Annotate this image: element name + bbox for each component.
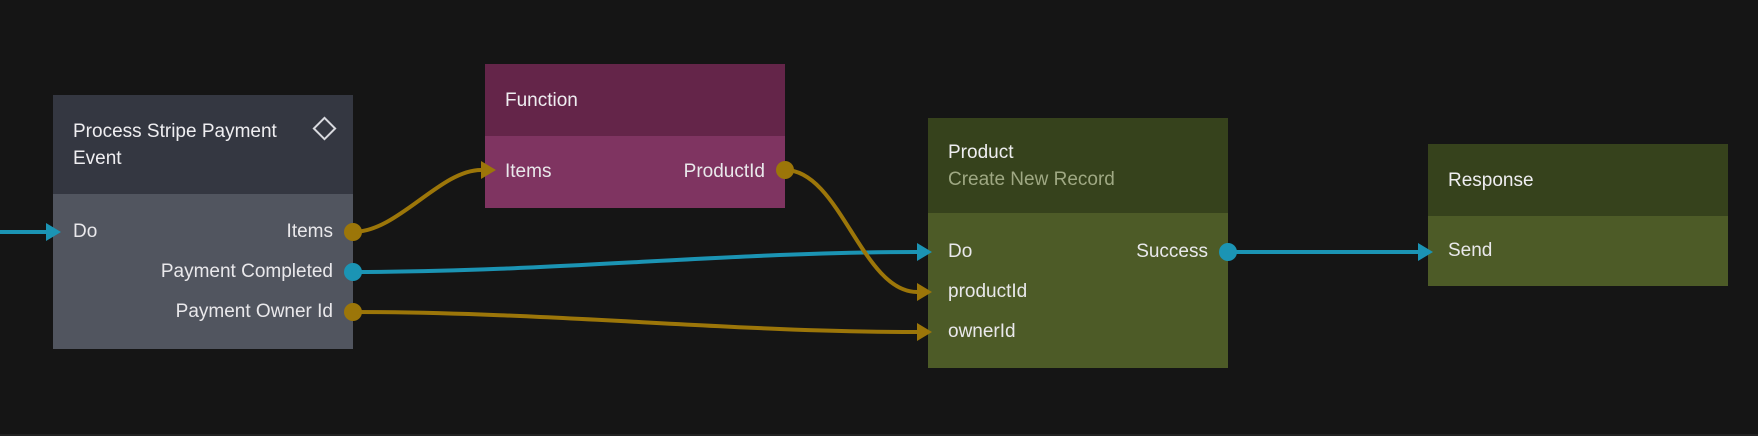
node-title: Response	[1448, 169, 1534, 191]
port-row: Do Items	[53, 212, 353, 252]
node-title: Function	[505, 89, 578, 111]
output-port-label-success[interactable]: Success	[1136, 241, 1208, 262]
edge-productid-to-product[interactable]	[783, 168, 919, 294]
node-product-create-new-record[interactable]: Product Create New Record Do Success pro…	[928, 118, 1228, 368]
edge-payment-completed-to-product-do[interactable]	[351, 250, 919, 274]
port-row: Do Success	[928, 232, 1228, 272]
node-header: Product Create New Record	[928, 118, 1228, 213]
edge-payment-owner-id-to-ownerid[interactable]	[351, 310, 919, 334]
node-function[interactable]: Function Items ProductId	[485, 64, 785, 208]
node-body: Do Success productId ownerId	[928, 213, 1228, 368]
port-row: productId	[928, 272, 1228, 312]
diamond-icon[interactable]	[312, 116, 337, 141]
node-body: Do Items Payment Completed Payment Owner…	[53, 194, 353, 349]
node-process-stripe-payment-event[interactable]: Process Stripe Payment Event Do Items Pa…	[53, 95, 353, 349]
output-port-label-payment-completed[interactable]: Payment Completed	[160, 261, 333, 282]
output-port-label-items[interactable]: Items	[286, 221, 333, 242]
node-header: Process Stripe Payment Event	[53, 95, 353, 194]
node-body: Items ProductId	[485, 136, 785, 208]
port-row: ownerId	[928, 312, 1228, 352]
node-response[interactable]: Response Send	[1428, 144, 1728, 286]
node-header: Response	[1428, 144, 1728, 216]
output-port-label-payment-owner-id[interactable]: Payment Owner Id	[175, 301, 333, 322]
edge-items-to-function[interactable]	[351, 168, 483, 234]
port-row: Items ProductId	[485, 152, 785, 192]
input-port-label-productid[interactable]: productId	[948, 281, 1028, 302]
input-port-label-send[interactable]: Send	[1448, 240, 1493, 261]
node-header: Function	[485, 64, 785, 136]
input-port-label-do[interactable]: Do	[948, 241, 973, 262]
input-port-label-items[interactable]: Items	[505, 161, 552, 182]
port-row: Payment Owner Id	[53, 292, 353, 332]
port-row: Payment Completed	[53, 252, 353, 292]
canvas-bottom-edge	[0, 434, 1758, 436]
node-title: Product	[948, 141, 1014, 163]
node-body: Send	[1428, 216, 1728, 286]
input-port-label-do[interactable]: Do	[73, 221, 98, 242]
input-port-label-ownerid[interactable]: ownerId	[948, 321, 1016, 342]
node-subtitle: Create New Record	[948, 168, 1115, 190]
port-row: Send	[1428, 231, 1728, 271]
output-port-label-productid[interactable]: ProductId	[683, 161, 765, 182]
node-title: Process Stripe Payment Event	[73, 120, 277, 169]
